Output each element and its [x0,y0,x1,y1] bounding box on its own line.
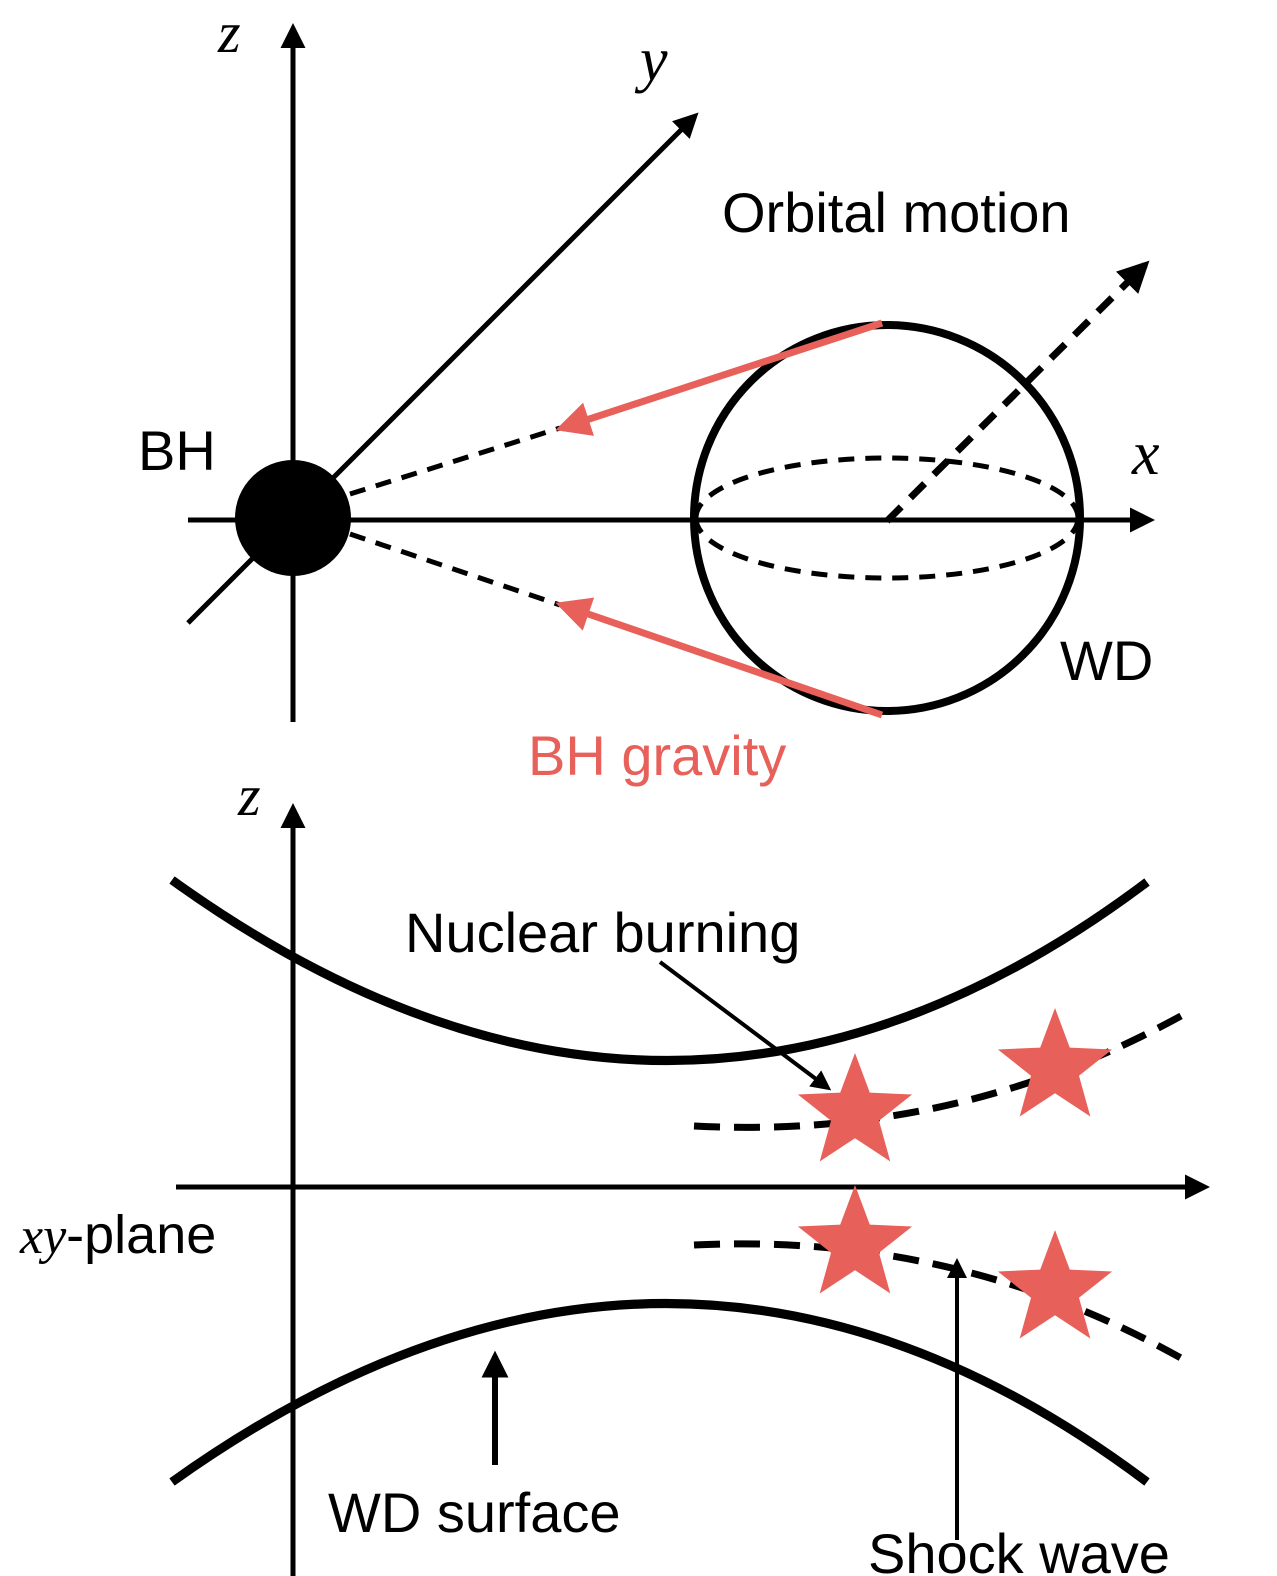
shock-wave-upper [693,1008,1190,1131]
nuclear-burning-label: Nuclear burning [405,901,800,964]
wd-surface-label: WD surface [328,1481,621,1544]
tidal-cone-upper [349,425,561,497]
bottom-z-axis-label: z [237,763,261,828]
orbital-motion-arrow [884,260,1150,524]
shock-wave-label: Shock wave [868,1522,1170,1576]
top-x-axis-label: x [1131,420,1160,488]
white-dwarf-equator-front [693,517,1081,581]
burning-star-icon [997,1008,1113,1117]
orbital-motion-label: Orbital motion [722,181,1071,244]
bh-gravity-arrow-lower [555,597,884,719]
bottom-panel: z xy-plane Nuclear burning WD surface Sh… [19,763,1210,1576]
bh-gravity-arrow-upper [555,319,884,436]
tidal-cone-lower [349,531,561,608]
nuclear-burning-arrow [658,960,832,1091]
xy-plane-label-suffix: -plane [66,1205,216,1265]
xy-plane-label: xy-plane [19,1205,216,1265]
top-z-axis-label: z [217,0,241,65]
wd-surface-upper [169,876,1150,1065]
burning-star-icon [797,1053,913,1162]
wd-label: WD [1060,629,1153,692]
top-y-axis-label: y [634,26,668,94]
black-hole [235,460,351,576]
burning-star-icon [797,1185,913,1294]
white-dwarf-equator-back [693,455,1081,519]
shock-wave-lower [693,1240,1190,1366]
burning-star-icon [997,1230,1113,1339]
top-panel: z y x BH WD Orbital motion BH gravity [138,0,1160,787]
wd-surface-lower [169,1299,1150,1486]
bh-label: BH [138,419,216,482]
bh-gravity-label: BH gravity [528,724,786,787]
xy-plane-label-italic: xy [19,1208,67,1265]
